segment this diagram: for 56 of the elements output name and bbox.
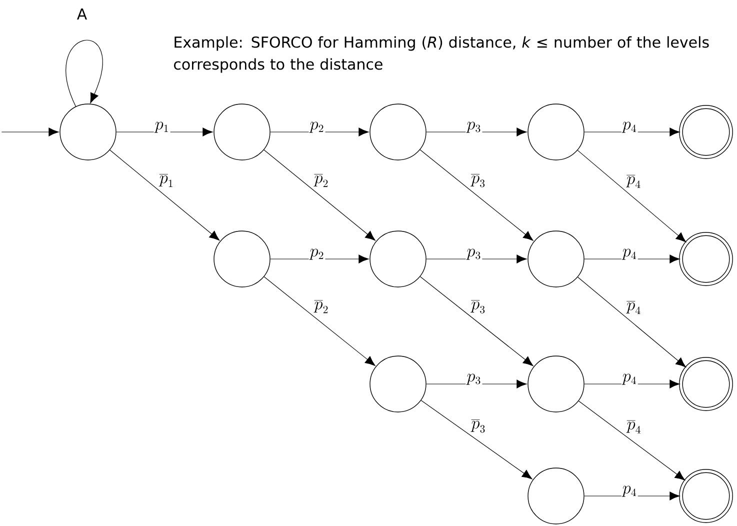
start-arrow — [1, 128, 59, 136]
arrow — [264, 276, 376, 366]
self-loop — [66, 40, 103, 108]
edge-label: A — [76, 8, 87, 20]
state-circle — [528, 104, 584, 160]
arrow — [584, 492, 680, 500]
edge-label: $\overline{p}_1$ — [158, 172, 175, 188]
accepting-state — [679, 469, 733, 523]
title: Example: SFORCO for Hamming (R) distance, k ≤ number of the levels corresponds to the distance — [174, 36, 709, 73]
edge-label: $p_3$ — [466, 248, 482, 261]
arrow — [584, 380, 680, 388]
edge-label: $\overline{p}_3$ — [470, 298, 487, 314]
edge-label: $\overline{p}_3$ — [470, 418, 487, 434]
edge-label: $\overline{p}_4$ — [626, 174, 642, 189]
arrow — [420, 276, 534, 366]
arrow — [116, 128, 213, 136]
arrow — [270, 128, 369, 136]
edge-label: $\overline{p}_3$ — [470, 172, 487, 188]
arrow — [584, 128, 680, 136]
edge-label: $p_4$ — [621, 248, 638, 261]
accepting-state — [679, 232, 733, 286]
edge-label: $p_2$ — [308, 248, 326, 261]
arrow — [426, 128, 527, 136]
state-circle — [214, 230, 270, 288]
arrow — [426, 254, 527, 264]
arrow — [577, 276, 686, 368]
edge-label: $p_4$ — [621, 121, 638, 134]
state-circle — [528, 230, 584, 288]
edge-label: $\overline{p}_2$ — [313, 298, 330, 314]
edge-label: $\overline{p}_4$ — [626, 418, 642, 434]
accepting-state — [679, 105, 733, 159]
state-circle — [370, 230, 426, 288]
edge-label: $p_3$ — [466, 373, 482, 386]
arrow — [577, 150, 686, 242]
arrow — [264, 150, 376, 241]
arrow — [584, 254, 680, 264]
arrow — [420, 149, 534, 241]
state-circle — [528, 468, 584, 524]
edge-label: $p_3$ — [466, 121, 482, 134]
arrow — [110, 150, 220, 241]
state-circle — [370, 356, 426, 412]
accepting-state — [679, 357, 733, 411]
edge-label: $p_4$ — [621, 373, 638, 386]
edge-label: $p_4$ — [621, 485, 638, 498]
state-circle — [528, 356, 584, 412]
edge-label: $\overline{p}_4$ — [626, 300, 642, 315]
arrow — [426, 380, 527, 388]
state-circle — [214, 104, 270, 160]
arrow — [578, 400, 686, 480]
edge-label: $\overline{p}_2$ — [313, 172, 330, 188]
arrow — [420, 400, 532, 480]
edge-label: $p_2$ — [308, 121, 326, 134]
arrow — [270, 254, 369, 264]
edge-label: $p_1$ — [154, 121, 170, 134]
state-circle — [370, 104, 426, 160]
state-circle — [60, 104, 116, 160]
